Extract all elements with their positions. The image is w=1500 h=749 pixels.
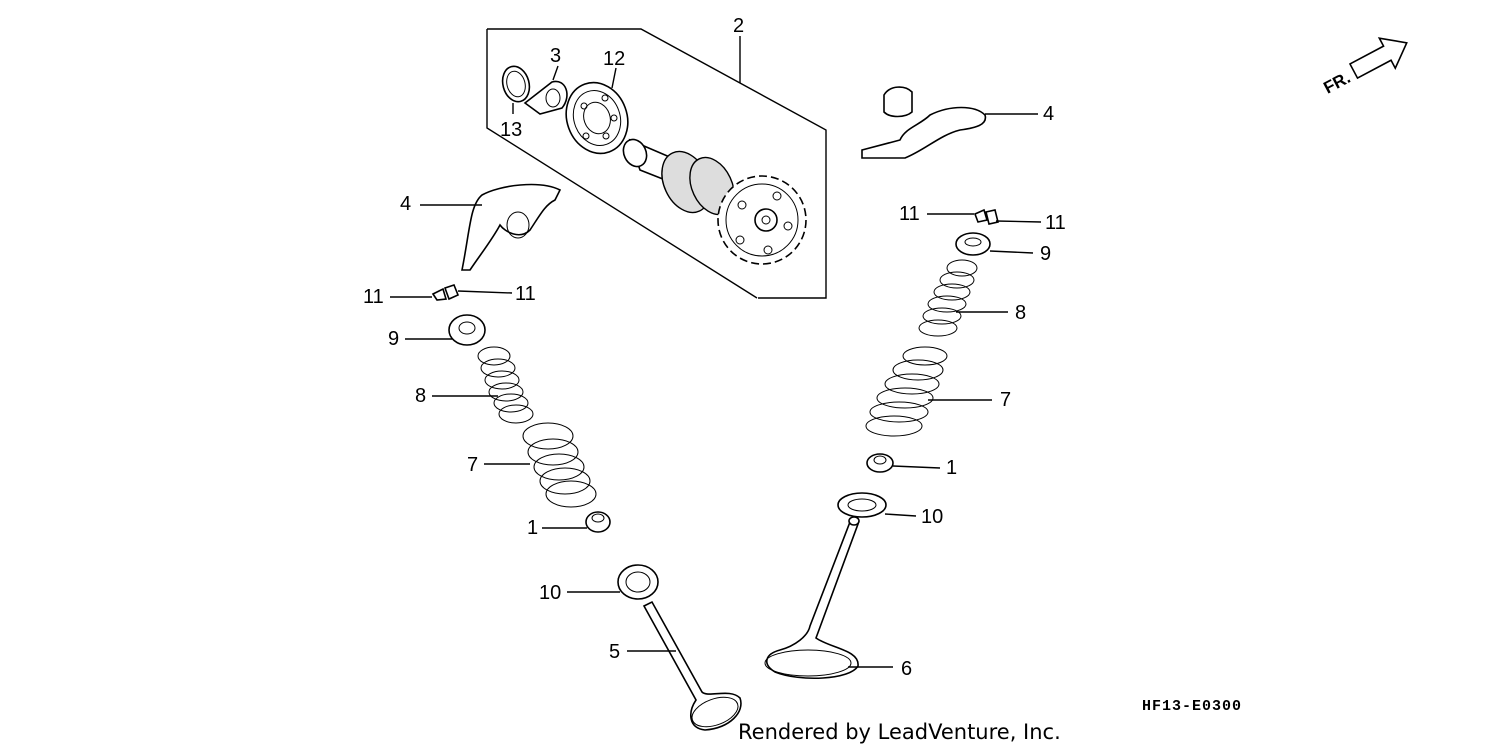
setting-plate-part: [523, 80, 568, 115]
callout-10-left: 10: [539, 582, 561, 604]
rocker-arm-left-part: [461, 183, 562, 271]
callout-3: 3: [550, 45, 561, 67]
intake-valve-part: [642, 600, 742, 731]
circlip-part: [501, 65, 531, 103]
callout-1-right: 1: [946, 457, 957, 479]
leader-lines: [390, 65, 1042, 668]
callout-1-left: 1: [527, 517, 538, 539]
callout-11-left-a: 11: [363, 286, 384, 308]
inner-spring-right-part: [918, 259, 978, 337]
callout-11-right-b: 11: [1045, 212, 1066, 234]
outer-spring-left-part: [522, 422, 597, 508]
callout-4-right: 4: [1043, 103, 1054, 125]
callout-9-right: 9: [1040, 243, 1051, 265]
inner-spring-left-part: [477, 346, 534, 424]
cam-sprocket-part: [717, 175, 807, 265]
rocker-arm-right-part: [861, 86, 987, 159]
callout-9-left: 9: [388, 328, 399, 350]
bearing-part: [565, 81, 629, 155]
camshaft-part: [622, 138, 735, 216]
valve-stem-seal-left-part: [585, 511, 611, 533]
callout-7-right: 7: [1000, 389, 1011, 411]
cotter-right-part: [973, 208, 999, 225]
callout-6: 6: [901, 658, 912, 680]
callout-10-right: 10: [921, 506, 943, 528]
callout-8-right: 8: [1015, 302, 1026, 324]
callout-2: 2: [733, 15, 744, 37]
exhaust-valve-part: [764, 516, 860, 680]
callout-7-left: 7: [467, 454, 478, 476]
spring-retainer-left-part: [448, 314, 486, 346]
callout-numbers: 2 3 12 13 4 4 11 11 9 8 7 1 10 5 11 11 9…: [363, 15, 1066, 680]
left-valve-train: [431, 284, 742, 731]
outer-spring-right-part: [865, 346, 948, 437]
callout-13: 13: [500, 119, 522, 141]
spring-retainer-right-part: [955, 232, 991, 256]
front-direction-label: FR.: [1320, 68, 1353, 98]
valve-stem-seal-right-part: [866, 453, 894, 473]
diagram-code: HF13-E0300: [1142, 698, 1242, 715]
callout-4-left: 4: [400, 193, 411, 215]
front-direction-indicator: FR.: [1320, 37, 1408, 98]
right-valve-train: [764, 208, 999, 680]
callout-5: 5: [609, 641, 620, 663]
render-credit: Rendered by LeadVenture, Inc.: [738, 720, 1061, 744]
spring-seat-left-part: [617, 564, 659, 600]
spring-seat-right-part: [837, 492, 887, 518]
camshaft-assembly-group: [486, 28, 827, 299]
callout-11-right-a: 11: [899, 203, 920, 225]
cotter-left-part: [431, 284, 460, 301]
callout-12: 12: [603, 48, 625, 70]
callout-11-left-b: 11: [515, 283, 536, 305]
callout-8-left: 8: [415, 385, 426, 407]
